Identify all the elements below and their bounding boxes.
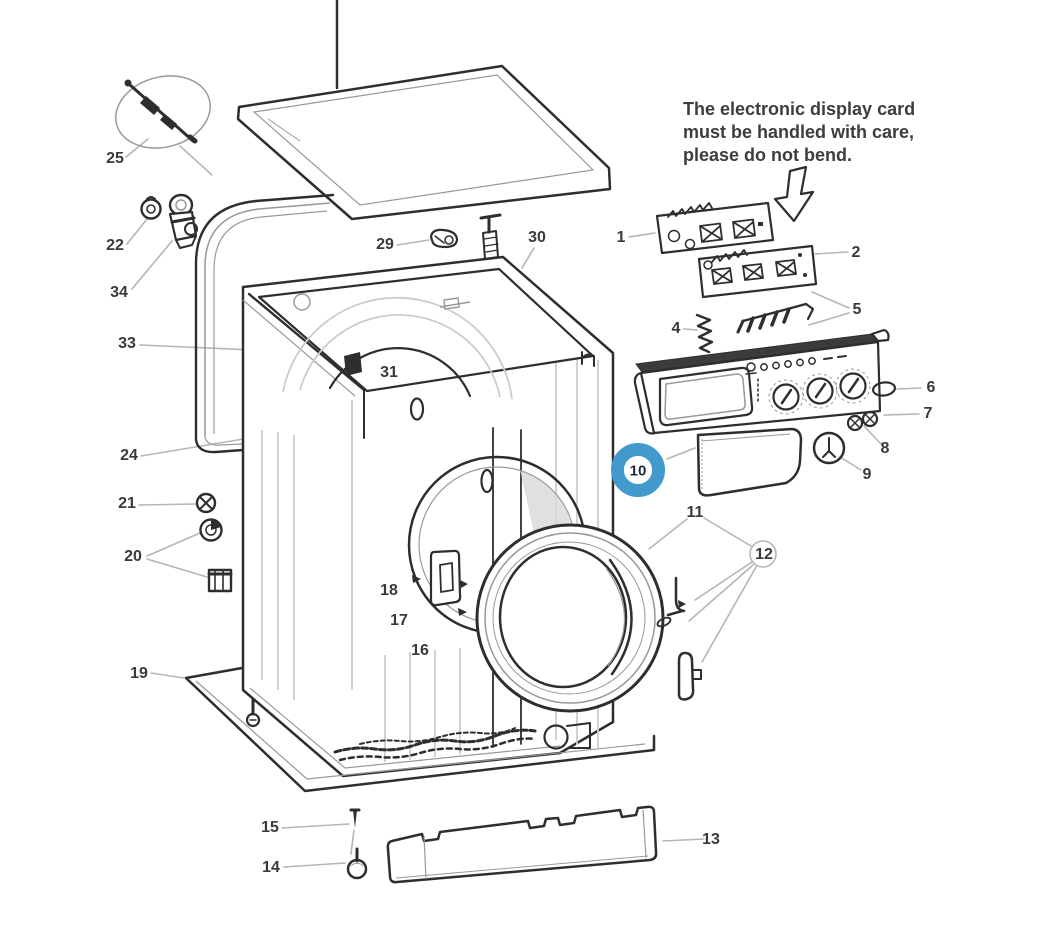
- callout-20: 20: [124, 548, 142, 565]
- callout-8: 8: [881, 440, 890, 457]
- callout-14: 14: [262, 859, 280, 876]
- bracket-part-5: [736, 302, 815, 334]
- knob-caps-7-8: [846, 410, 879, 432]
- damper-assembly: [115, 75, 211, 149]
- callout-25: 25: [106, 150, 124, 167]
- callout-4: 4: [672, 320, 681, 337]
- callout-19: 19: [130, 665, 148, 682]
- clamp-part-29: [429, 228, 459, 249]
- panel-knobs: [768, 368, 871, 415]
- callout-7: 7: [924, 405, 933, 422]
- callout-18: 18: [380, 582, 398, 599]
- callout-labels: 1 2 4 5 6 7 8 9 11 12 13 14 15 16 17 18 …: [106, 150, 935, 876]
- side-panel: [194, 193, 335, 454]
- callout-9: 9: [863, 466, 872, 483]
- callout-13: 13: [702, 831, 720, 848]
- callout-29: 29: [376, 236, 394, 253]
- callout-30: 30: [528, 229, 546, 246]
- callout-15: 15: [261, 819, 279, 836]
- display-pcb-1: [655, 201, 775, 255]
- inlet-valve: [168, 193, 198, 249]
- door-handle: [677, 651, 702, 701]
- control-panel: [633, 328, 890, 435]
- door-lock: [412, 549, 468, 616]
- callout-22: 22: [106, 237, 124, 254]
- timer-knob-9: [812, 431, 846, 465]
- hose-clamps-20: [199, 518, 233, 593]
- warning-note-line3: please do not bend.: [683, 145, 852, 165]
- program-icons: [745, 355, 847, 402]
- drum-opening: [282, 293, 513, 400]
- highlight-badge-number: 10: [630, 463, 647, 480]
- highlight-badge-10[interactable]: 10: [611, 443, 665, 497]
- callout-6: 6: [927, 379, 936, 396]
- fascia-drawer-front: [696, 427, 803, 497]
- callout-21: 21: [118, 495, 136, 512]
- hinge-pin-part-30: [479, 213, 502, 260]
- worktop-lid: [236, 0, 612, 221]
- callout-33: 33: [118, 335, 136, 352]
- door-assembly: [475, 523, 665, 713]
- callout-12-circle: [749, 540, 777, 568]
- button-part-6: [871, 381, 897, 397]
- callout-17: 17: [390, 612, 408, 629]
- lid-catch: [581, 351, 595, 367]
- cap-part-21: [195, 492, 217, 514]
- callout-34: 34: [110, 284, 128, 301]
- door-hinge-parts: [656, 576, 686, 628]
- warning-note-line1: The electronic display card: [683, 99, 915, 119]
- callout-2: 2: [852, 244, 861, 261]
- lock-slot: [480, 468, 494, 494]
- warning-note: The electronic display card must be hand…: [683, 99, 915, 165]
- leveling-foot: [346, 847, 368, 880]
- drawer-opening: [658, 366, 754, 427]
- callout-24: 24: [120, 447, 138, 464]
- spring-part-4: [695, 313, 714, 354]
- vent-grille: [333, 727, 537, 762]
- pump-access: [543, 722, 591, 750]
- grommet: [140, 196, 162, 220]
- callout-11: 11: [687, 504, 704, 521]
- base-plate: [184, 666, 656, 793]
- callout-1: 1: [617, 229, 626, 246]
- callout-5: 5: [853, 301, 862, 318]
- callout-31: 31: [380, 364, 398, 381]
- callout-12: 12: [755, 546, 773, 563]
- callout-16: 16: [411, 642, 429, 659]
- display-pcb-2: [697, 244, 818, 299]
- slot-part-31: [409, 397, 425, 421]
- warning-note-line2: must be handled with care,: [683, 122, 914, 142]
- plinth-panel: [386, 805, 658, 884]
- handle-with-care-arrow: [773, 165, 815, 223]
- screw-part-15: [349, 808, 361, 828]
